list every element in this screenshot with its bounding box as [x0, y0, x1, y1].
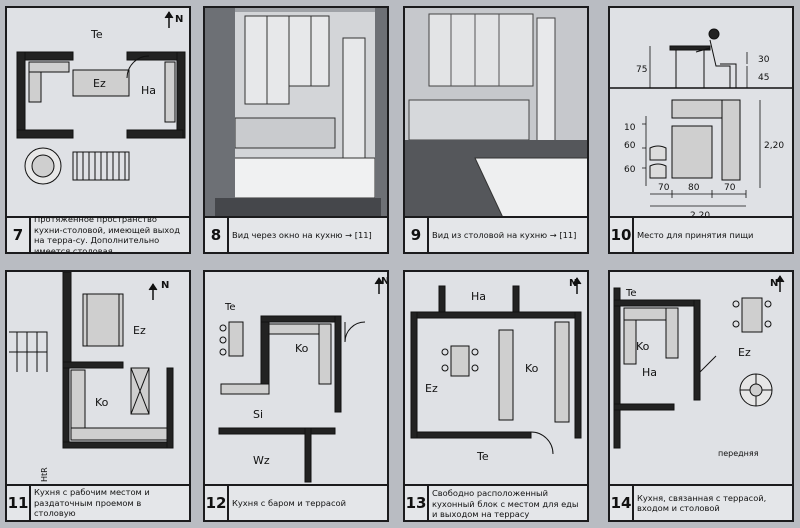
label-ko: Ko [95, 396, 109, 409]
dim-10: 10 [624, 123, 636, 133]
caption-text: Свободно расположенный кухонный блок с м… [432, 488, 579, 519]
floor-plan-11: Ez Ko HtR N [9, 272, 174, 482]
kitchen-window-view [205, 8, 387, 222]
label-ha: Ha [642, 366, 657, 379]
dining-place-dimensions: 75 30 45 10 60 60 70 80 70 2,20 2,20 [610, 28, 792, 221]
label-ha: Ha [141, 84, 156, 97]
caption-10: 10 Место для принятия пищи [610, 216, 792, 252]
label-ez: Ez [133, 324, 146, 337]
north-label: N [569, 278, 577, 289]
north-label: N [381, 276, 389, 287]
panel-11: Ez Ko HtR N 11 Кухня с рабочим местом и … [5, 270, 191, 522]
floor-plan-12: Te Ko Si Wz N [218, 276, 389, 483]
panel-number: 10 [610, 218, 634, 252]
dim-60a: 60 [624, 141, 636, 151]
panel-13: Ha Ez Ko Te N 13 Свободно расположенный … [403, 270, 589, 522]
floor-plan-7: Te Ez Ha N [16, 11, 186, 185]
panel-7: Te Ez Ha N 7 Протяженное пространство ку… [5, 6, 191, 254]
panel-number: 12 [205, 486, 229, 520]
caption-14: 14 Кухня, связанная с террасой, входом и… [610, 484, 792, 520]
dim-45: 45 [758, 73, 769, 83]
label-ez: Ez [738, 346, 751, 359]
caption-7: 7 Протяженное пространство кухни-столово… [7, 214, 189, 254]
dim-75: 75 [636, 65, 647, 75]
caption-9: 9 Вид из столовой на кухню → [11] [405, 216, 587, 252]
label-ez: Ez [93, 77, 106, 90]
dim-220-height: 2,20 [764, 141, 784, 151]
north-label: N [175, 14, 183, 25]
dim-60b: 60 [624, 165, 636, 175]
caption-text: Вид через окно на кухню → [11] [232, 229, 372, 240]
panel-8: 8 Вид через окно на кухню → [11] [203, 6, 389, 254]
caption-11: 11 Кухня с рабочим местом и раздаточным … [7, 484, 189, 520]
panel-14: Te Ko Ha Ez передняя N 14 Кухня, связанн… [608, 270, 794, 522]
label-te: Te [625, 288, 637, 299]
dim-70a: 70 [658, 183, 670, 193]
panel-10: 75 30 45 10 60 60 70 80 70 2,20 2,20 10 … [608, 6, 794, 254]
panel-9: 9 Вид из столовой на кухню → [11] [403, 6, 589, 254]
dim-80: 80 [688, 183, 700, 193]
floor-plan-13: Ha Ez Ko Te N [410, 277, 582, 463]
dining-to-kitchen-view [405, 8, 587, 222]
caption-13: 13 Свободно расположенный кухонный блок … [405, 484, 587, 520]
dim-70b: 70 [724, 183, 736, 193]
label-te: Te [90, 28, 103, 41]
caption-text: Кухня с баром и террасой [232, 497, 347, 508]
panel-number: 11 [7, 486, 31, 520]
label-ko: Ko [636, 340, 650, 353]
label-ez: Ez [425, 382, 438, 395]
panel-number: 8 [205, 218, 229, 252]
caption-text: Вид из столовой на кухню → [11] [432, 229, 577, 240]
label-ko: Ko [525, 362, 539, 375]
floor-plan-14: Te Ko Ha Ez передняя N [613, 275, 785, 458]
label-te: Te [224, 302, 236, 313]
caption-text: Протяженное пространство кухни-столовой,… [34, 214, 180, 254]
north-label: N [770, 278, 778, 289]
label-te: Te [476, 450, 489, 463]
panel-number: 9 [405, 218, 429, 252]
label-htr: HtR [40, 467, 49, 482]
caption-8: 8 Вид через окно на кухню → [11] [205, 216, 387, 252]
caption-text: Место для принятия пищи [637, 229, 754, 240]
north-label: N [161, 280, 169, 291]
label-ha: Ha [471, 290, 486, 303]
caption-12: 12 Кухня с баром и террасой [205, 484, 387, 520]
caption-text: Кухня с рабочим местом и раздаточным про… [34, 487, 150, 519]
panel-number: 13 [405, 486, 429, 520]
panel-number: 7 [7, 218, 31, 252]
label-hall: передняя [718, 449, 759, 458]
panel-12: Te Ko Si Wz N 12 Кухня с баром и террасо… [203, 270, 389, 522]
label-ko: Ko [295, 342, 309, 355]
panel-number: 14 [610, 486, 634, 520]
label-si: Si [253, 408, 263, 421]
caption-text: Кухня, связанная с террасой, входом и ст… [637, 492, 767, 514]
dim-30: 30 [758, 55, 770, 65]
label-wz: Wz [253, 454, 270, 467]
